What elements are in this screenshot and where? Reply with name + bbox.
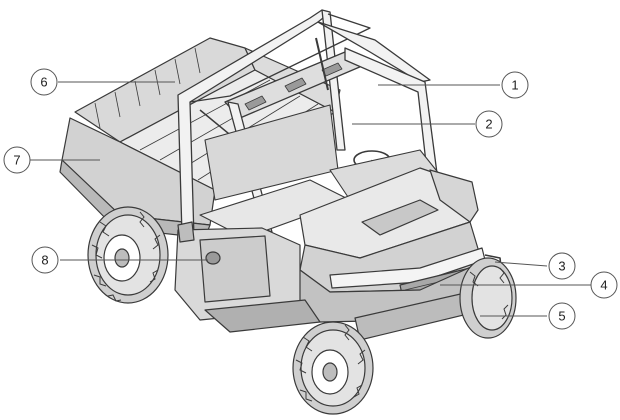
callout-1: 1: [501, 71, 529, 99]
callout-7: 7: [3, 146, 31, 174]
callout-2: 2: [475, 110, 503, 138]
callout-leaders: [30, 81, 591, 317]
callout-5: 5: [548, 302, 576, 330]
callout-2-label: 2: [485, 117, 492, 132]
callout-8: 8: [31, 246, 59, 274]
callout-7-label: 7: [13, 153, 20, 168]
front-right-wheel: [459, 257, 517, 339]
front-left-wheel: [292, 321, 374, 415]
cab-interior: [199, 104, 441, 239]
callout-5-label: 5: [558, 309, 565, 324]
rear-left-wheel: [87, 206, 169, 304]
front-body: [289, 167, 506, 341]
callout-1-label: 1: [511, 78, 518, 93]
side-body: [174, 221, 321, 333]
callout-4-label: 4: [600, 278, 607, 293]
leader-3: [494, 261, 548, 267]
callout-4: 4: [590, 271, 618, 299]
callout-8-label: 8: [41, 253, 48, 268]
callouts: 1 2 3 4 5 6 7 8: [3, 68, 618, 330]
callout-6: 6: [30, 68, 58, 96]
callout-6-label: 6: [40, 75, 47, 90]
callout-3: 3: [548, 252, 576, 280]
callout-3-label: 3: [558, 259, 565, 274]
